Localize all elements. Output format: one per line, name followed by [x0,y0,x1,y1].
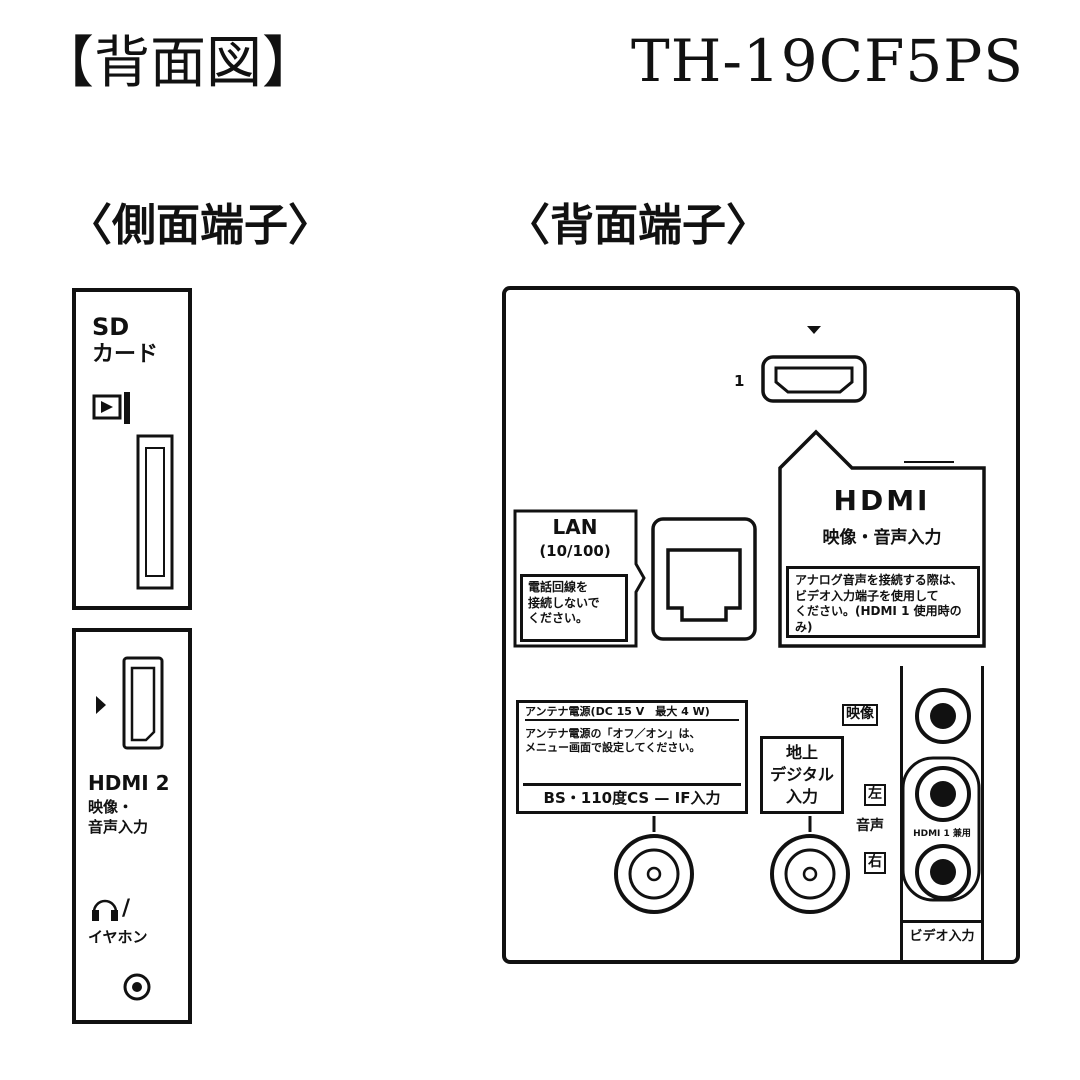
terrestrial-label-frame: 地上 デジタル 入力 [760,736,844,814]
bs-cs-input-label: BS・110度CS — IF入力 [523,783,741,810]
video-input-column: HDMI 1 兼用 ビデオ入力 [900,666,984,960]
antenna-power-header: アンテナ電源(DC 15 V 最大 4 W) [525,705,739,722]
earphone-separator: / [122,896,131,921]
hdmi2-sub-label-2: 音声入力 [88,818,149,836]
terrestrial-label-2: デジタル [770,765,834,784]
audio-label: 音声 [856,818,884,834]
video-input-label: ビデオ入力 [903,920,981,945]
hdmi2-label: HDMI 2 [88,771,170,795]
rear-terminals-title: 〈背面端子〉 [506,200,770,251]
rear-panel: 1 HDMI 映像・音声入力 アナログ音声を接続する際は、 ビデオ入力端子を使用… [502,286,1020,964]
lan-label: LAN [552,515,598,539]
sd-label: SD [92,313,130,341]
lan-label-frame [513,509,646,648]
hdmi-input-label: 映像・音声入力 [822,528,942,548]
lan-note: 電話回線を 接続しないで ください。 [520,574,628,642]
audio-right-rca-jack[interactable] [911,840,975,904]
sd-card-slot[interactable] [136,434,176,594]
audio-right-label: 右 [864,852,886,874]
hdmi1-arrow-icon [807,326,821,334]
audio-left-rca-jack[interactable] [911,762,975,826]
page-title: 【背面図】 [38,31,318,96]
earphone-label: イヤホン [88,928,148,946]
antenna-label-frame: アンテナ電源(DC 15 V 最大 4 W) アンテナ電源の「オフ／オン」は、 … [516,700,748,814]
hdmi1-number: 1 [734,372,745,390]
hdmi2-arrow-icon [96,696,106,714]
side-panel-hdmi2: HDMI 2 映像・ 音声入力 / イヤホン [72,628,192,1024]
antenna-power-note: アンテナ電源の「オフ／オン」は、 メニュー画面で設定してください。 [525,727,701,755]
terrestrial-label-1: 地上 [785,743,818,762]
side-terminals-title: 〈側面端子〉 [68,200,332,251]
model-number: TH-19CF5PS [631,27,1024,95]
hdmi-note: アナログ音声を接続する際は、 ビデオ入力端子を使用して ください。(HDMI 1… [786,566,980,638]
hdmi1-port[interactable] [760,354,870,406]
hdmi-logo: HDMI [833,484,931,517]
hdmi1-audio-label: HDMI 1 兼用 [913,829,971,839]
headphone-icon [92,899,118,921]
sd-play-icon [92,392,130,424]
audio-jack-group [901,756,981,902]
terrestrial-label-3: 入力 [785,787,818,806]
earphone-jack[interactable] [122,972,152,1002]
bs-cs-antenna-connector[interactable] [604,816,704,916]
hdmi-label-frame [778,429,986,648]
lan-speed: (10/100) [539,542,611,560]
hdmi2-sub-label-1: 映像・ [88,798,134,816]
lan-port[interactable] [650,516,760,642]
hdmi2-port[interactable] [120,656,170,756]
terrestrial-antenna-connector[interactable] [760,816,860,916]
video-rca-jack[interactable] [911,684,975,748]
side-panel-sd: SD カード [72,288,192,610]
audio-left-label: 左 [864,784,886,806]
sd-card-label: カード [92,342,159,367]
video-label: 映像 [842,704,878,726]
